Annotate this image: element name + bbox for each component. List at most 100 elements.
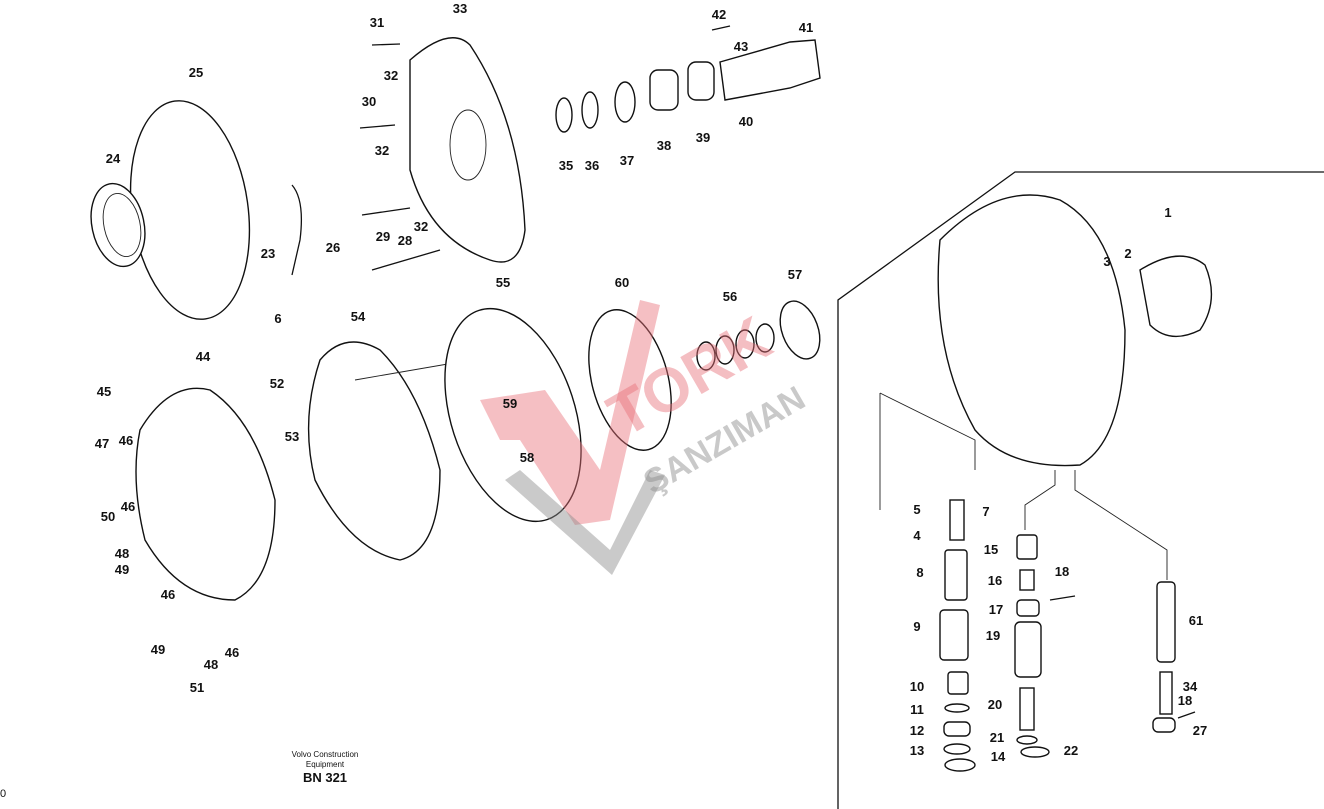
callout-4: 4 [913, 528, 921, 543]
callout-45: 45 [97, 384, 111, 399]
callout-53: 53 [285, 429, 299, 444]
ring-21 [1016, 735, 1038, 745]
plug-27 [1152, 717, 1176, 733]
callout-46: 46 [161, 587, 175, 602]
callout-51: 51 [190, 680, 204, 695]
ring-36 [581, 91, 599, 129]
callout-57: 57 [788, 267, 802, 282]
callout-10: 10 [910, 679, 924, 694]
group-frame-line [837, 171, 1324, 809]
callout-48: 48 [204, 657, 218, 672]
plug-12 [943, 721, 971, 737]
callout-3: 3 [1103, 254, 1110, 269]
ring-14 [944, 758, 976, 772]
spring-16 [1019, 569, 1035, 591]
valve-19 [1014, 621, 1042, 678]
spring-34 [1159, 671, 1173, 715]
callout-60: 60 [615, 275, 629, 290]
ring-56 [755, 323, 775, 353]
cover-33 [409, 37, 526, 263]
spring-7 [949, 499, 965, 541]
callout-9: 9 [913, 619, 920, 634]
callout-49: 49 [115, 562, 129, 577]
callout-37: 37 [620, 153, 634, 168]
ring-37 [614, 81, 636, 123]
callout-23: 23 [261, 246, 275, 261]
gasket-55 [444, 307, 582, 523]
callout-24: 24 [106, 151, 121, 166]
callout-6: 6 [274, 311, 281, 326]
callout-8: 8 [916, 565, 923, 580]
callout-27: 27 [1193, 723, 1207, 738]
pipe-26 [291, 184, 303, 276]
callout-21: 21 [990, 730, 1004, 745]
valve-61 [1156, 581, 1176, 663]
leader-line [1024, 470, 1056, 530]
callout-1: 1 [1164, 205, 1171, 220]
callout-7: 7 [982, 504, 989, 519]
callout-58: 58 [520, 450, 534, 465]
callout-59: 59 [503, 396, 517, 411]
spring-8 [944, 549, 968, 601]
callout-22: 22 [1064, 743, 1078, 758]
callout-54: 54 [351, 309, 366, 324]
callout-36: 36 [585, 158, 599, 173]
callout-26: 26 [326, 240, 340, 255]
callout-61: 61 [1189, 613, 1203, 628]
callout-38: 38 [657, 138, 671, 153]
cover-bore [449, 109, 487, 181]
disc-17 [1016, 599, 1040, 617]
housing-44 [135, 387, 276, 601]
callout-46: 46 [225, 645, 239, 660]
diagram-code: BN 321 [302, 770, 348, 785]
piston-15 [1016, 534, 1038, 560]
bolt-28 [371, 249, 441, 271]
callout-13: 13 [910, 743, 924, 758]
callout-46: 46 [121, 499, 135, 514]
housing-54 [307, 341, 441, 561]
callout-32: 32 [414, 219, 428, 234]
callout-55: 55 [496, 275, 510, 290]
callout-18: 18 [1055, 564, 1069, 579]
edge-mark: 0 [0, 788, 7, 800]
callout-41: 41 [799, 20, 813, 35]
callout-34: 34 [1183, 679, 1198, 694]
callout-2: 2 [1124, 246, 1131, 261]
callout-43: 43 [734, 39, 748, 54]
ring-11 [944, 703, 970, 713]
callout-18: 18 [1178, 693, 1192, 708]
pin-42 [711, 25, 731, 31]
ring-56 [696, 341, 716, 371]
shaft-41 [719, 39, 821, 101]
callout-25: 25 [189, 65, 203, 80]
leader-line [879, 392, 976, 470]
bearing-38 [649, 69, 679, 111]
pump-1 [1139, 255, 1213, 338]
callout-15: 15 [984, 542, 998, 557]
callout-29: 29 [376, 229, 390, 244]
sleeve-10 [947, 671, 969, 695]
callout-40: 40 [739, 114, 753, 129]
callout-35: 35 [559, 158, 573, 173]
callout-19: 19 [986, 628, 1000, 643]
bolt-31 [371, 43, 401, 46]
callout-32: 32 [375, 143, 389, 158]
callout-39: 39 [696, 130, 710, 145]
callout-11: 11 [910, 702, 924, 717]
sleeve-39 [687, 61, 715, 101]
callout-49: 49 [151, 642, 165, 657]
callout-50: 50 [101, 509, 115, 524]
callout-28: 28 [398, 233, 412, 248]
pin-18b [1177, 711, 1196, 719]
callout-32: 32 [384, 68, 398, 83]
seal-24-inner [102, 193, 142, 257]
ring-56 [715, 335, 735, 365]
callout-47: 47 [95, 436, 109, 451]
ring-56 [735, 329, 755, 359]
callout-30: 30 [362, 94, 376, 109]
callout-52: 52 [270, 376, 284, 391]
callout-20: 20 [988, 697, 1002, 712]
